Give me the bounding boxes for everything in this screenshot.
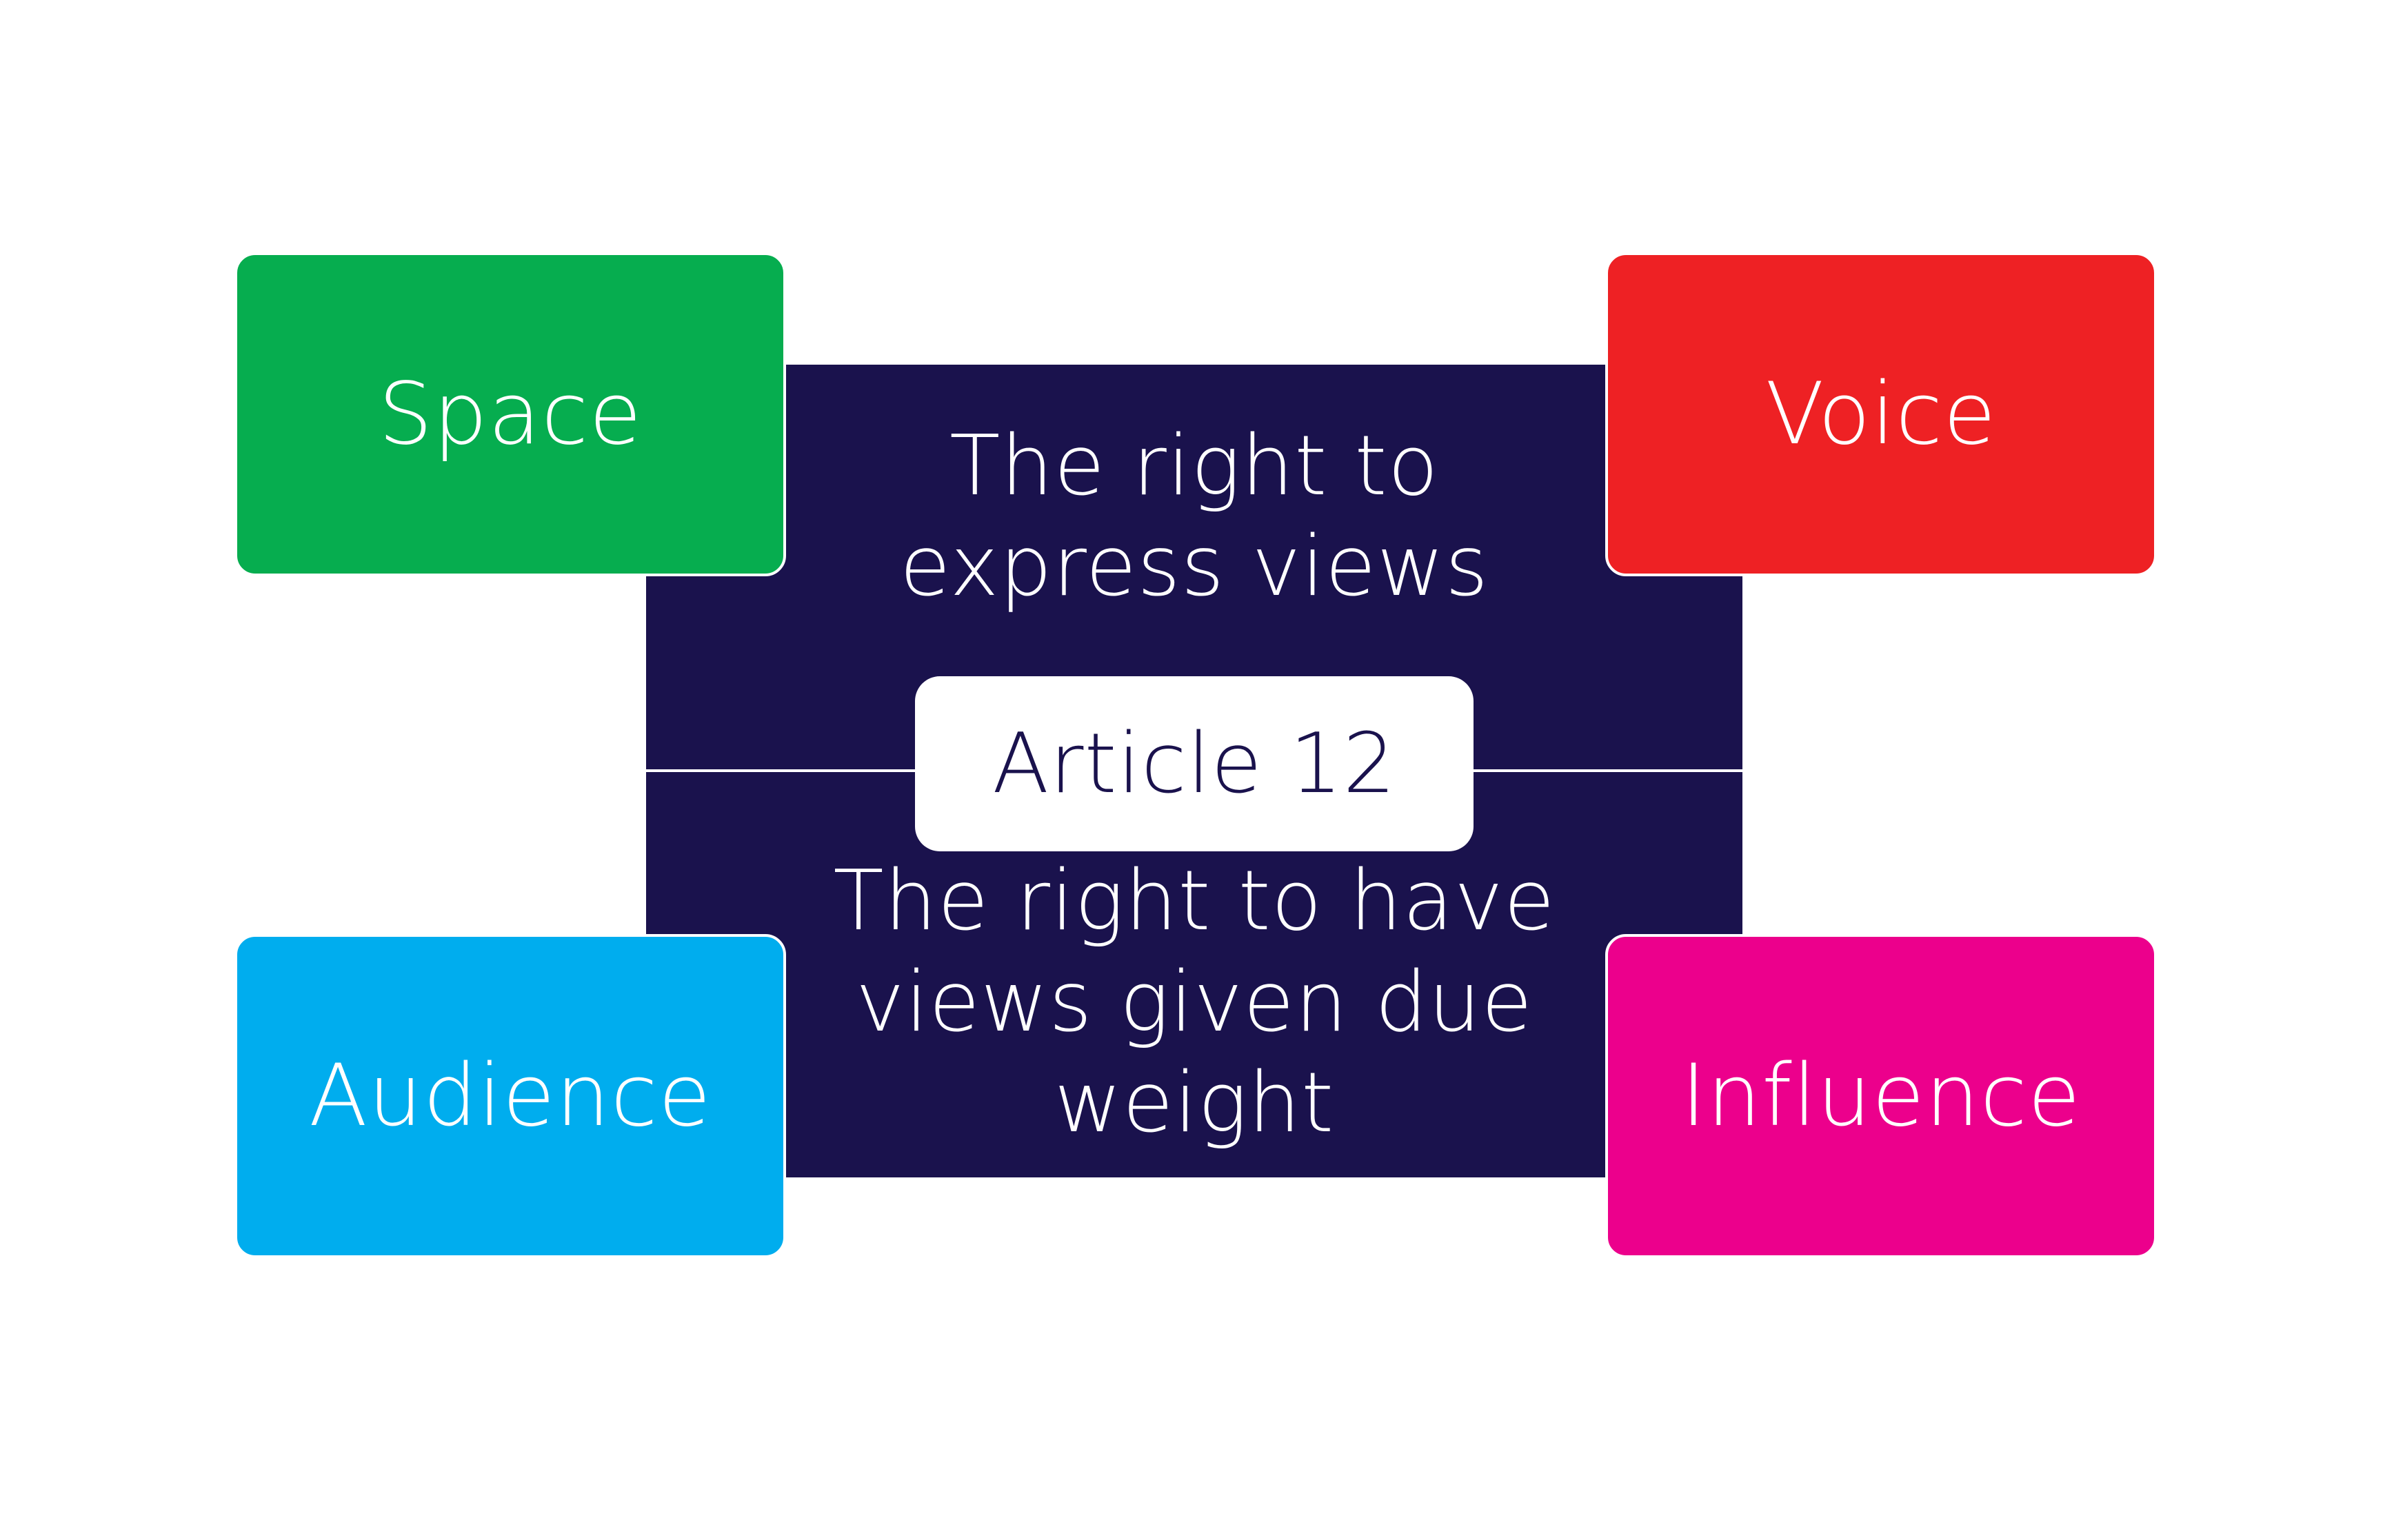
audience-card: Audience (234, 934, 786, 1258)
express-views-text: The right to express views (899, 418, 1489, 615)
article-12-label: Article 12 (915, 676, 1474, 851)
voice-card: Voice (1605, 252, 2157, 576)
due-weight-text: The right to have views given due weight (833, 853, 1556, 1152)
space-card: Space (234, 252, 786, 576)
influence-card: Influence (1605, 934, 2157, 1258)
